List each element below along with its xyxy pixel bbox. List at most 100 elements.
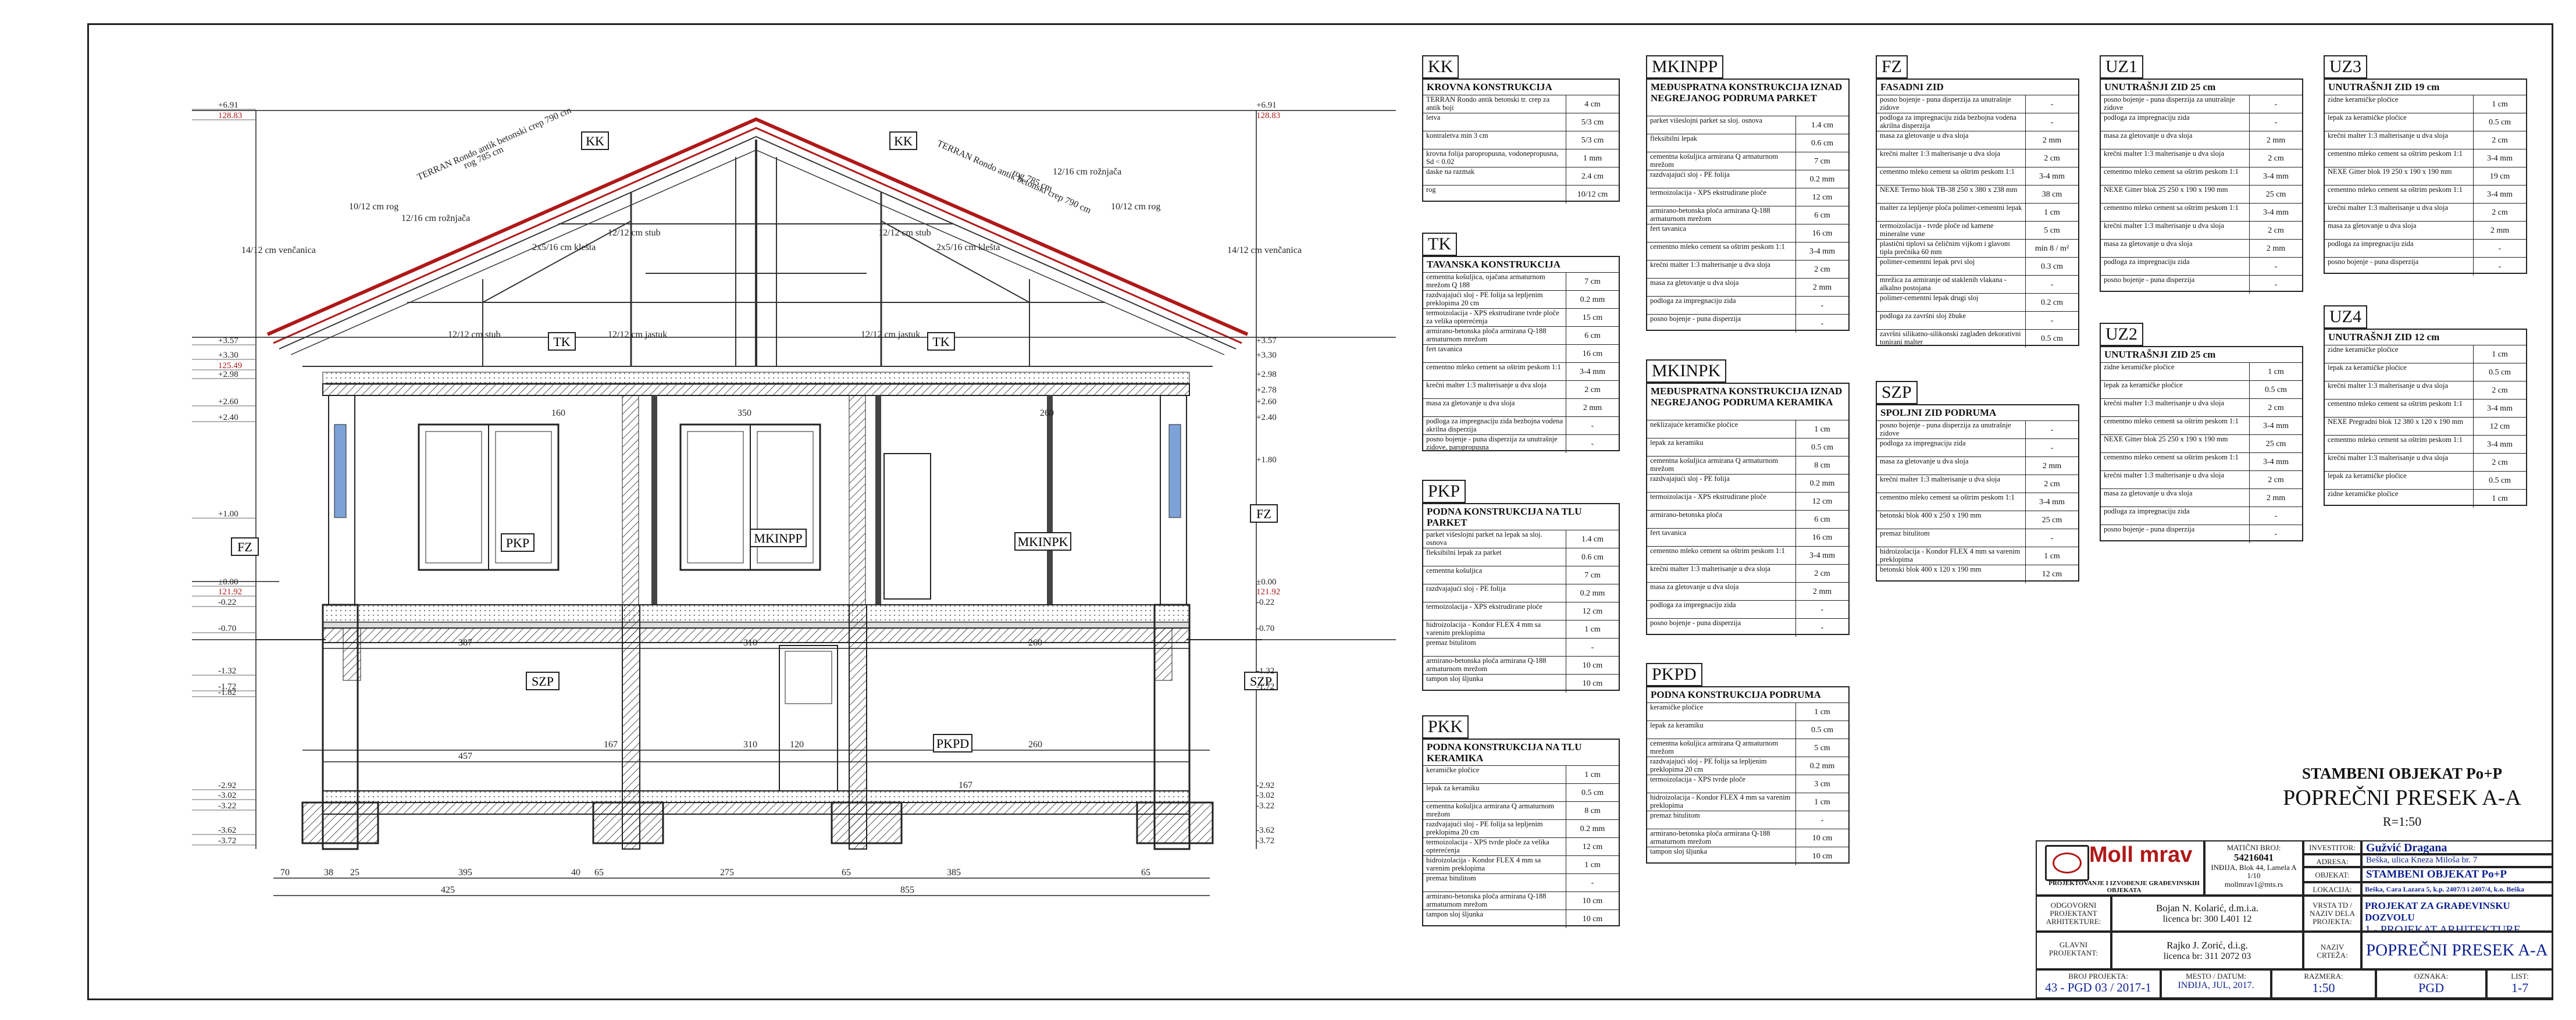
odgovorni-label: ODGOVORNI PROJEKTANT ARHITEKTURE: xyxy=(2046,901,2101,926)
level-mark: -3.62 xyxy=(218,826,236,835)
table-title: UNUTRAŠNJI ZID 19 cm xyxy=(2328,81,2440,92)
layer-name: posno bojenje - puna disperzija xyxy=(1650,619,1741,627)
layer-name: krečni malter 1:3 malterisanje u dva slo… xyxy=(1880,476,2000,483)
layer-name: cementno mleko cement sa oštrim peskom 1… xyxy=(2104,454,2239,461)
layer-thickness: - xyxy=(1566,874,1619,892)
layer-name: armirano-betonska ploča armirana Q-188 a… xyxy=(1650,207,1770,223)
level-mark: -1.72 xyxy=(218,682,236,691)
level-mark: -0.22 xyxy=(218,598,236,607)
level-mark: -0.22 xyxy=(1256,598,1274,607)
table-row: premaz bitulitom- xyxy=(1647,811,1848,829)
layer-name: TERRAN Rondo antik betonski tr. crep za … xyxy=(1426,96,1550,112)
layer-thickness: 3-4 mm xyxy=(1566,363,1619,381)
vrsta-label: VRSTA TD / NAZIV DELA PROJEKTA: xyxy=(2309,901,2356,926)
venc-note-right: 14/12 cm venčanica xyxy=(1227,245,1302,255)
layer-thickness: 2.4 cm xyxy=(1566,167,1619,186)
layer-name: krečni malter 1:3 malterisanje u dva slo… xyxy=(1426,381,1547,389)
layer-thickness: 2 cm xyxy=(1795,261,1848,279)
level-mark: 128.83 xyxy=(218,111,242,120)
layer-name: cementna košuljica, ojačana armaturnom m… xyxy=(1426,273,1545,289)
layer-thickness: 0.2 mm xyxy=(1795,475,1848,493)
level-mark: 121.92 xyxy=(218,587,242,597)
layer-name: razdvajajući sloj - PE folija sa lepljen… xyxy=(1650,758,1767,773)
layer-name: masa za gletovanje u dva sloja xyxy=(2104,132,2193,140)
layer-name: armirano-betonska ploča armirana Q-188 a… xyxy=(1426,327,1547,343)
layer-name: premaz bitulitom xyxy=(1426,875,1476,882)
layer-name: NEXE Gitter blok 19 250 x 190 x 190 mm xyxy=(2328,168,2452,176)
stub-note-lower-left: 12/12 cm stub xyxy=(448,330,501,340)
ant-logo-icon xyxy=(2045,845,2089,881)
table-row: hidroizolacija - Kondor FLEX 4 mm sa var… xyxy=(1423,855,1619,874)
table-row: posno bojenje - puna disperzija- xyxy=(1647,314,1848,333)
layer-thickness: 10 cm xyxy=(1795,847,1848,865)
table-code: KK xyxy=(1422,55,1459,79)
layer-thickness: 0.2 mm xyxy=(1566,584,1619,602)
layer-name: zidne keramičke pločice xyxy=(2328,346,2399,354)
table-row: posno bojenje - puna disperzija- xyxy=(2325,257,2526,276)
layer-name: cementno mleko cement sa oštrim peskom 1… xyxy=(1880,494,2015,501)
layer-thickness: - xyxy=(2473,240,2526,258)
dimension-value: 260 xyxy=(1028,638,1042,648)
table-row: krečni malter 1:3 malterisanje u dva slo… xyxy=(1877,475,2078,493)
table-row: NEXE Pregradni blok 12 380 x 120 x 190 m… xyxy=(2325,417,2526,436)
layer-thickness: - xyxy=(2473,258,2526,276)
level-mark: -1.32 xyxy=(1256,666,1274,676)
layer-thickness: 10/12 cm xyxy=(1566,186,1619,204)
layer-thickness: - xyxy=(2249,113,2302,131)
layer-thickness: 2 cm xyxy=(2025,475,2078,493)
layer-thickness: 1 cm xyxy=(1795,703,1848,721)
layer-thickness: 1 cm xyxy=(2473,490,2526,508)
layer-thickness: 1 cm xyxy=(1566,766,1619,784)
layer-name: podloga za impregnaciju zida bezbojna vo… xyxy=(1880,114,2016,130)
table-row: parket višeslojni parket sa sloj. osnova… xyxy=(1647,116,1848,134)
layer-name: krečni malter 1:3 malterisanje u dva slo… xyxy=(2104,150,2224,158)
kleste-note-right: 2x5/16 cm klešta xyxy=(936,242,1000,252)
level-mark: -3.22 xyxy=(1256,801,1274,811)
layer-name: cementno mleko cement sa oštrim peskom 1… xyxy=(2328,400,2463,408)
dimension-value: 38 xyxy=(324,868,333,878)
dimension-value: 65 xyxy=(842,868,851,878)
layer-thickness: 1 cm xyxy=(2473,95,2526,113)
table-row: termoizolacija - tvrde ploče od kamene m… xyxy=(1877,221,2078,240)
table-row: cementno mleko cement sa oštrim peskom 1… xyxy=(2101,416,2302,435)
table-code: MKINPP xyxy=(1646,55,1724,79)
jastuk-note-right: 12/12 cm jastuk xyxy=(861,330,920,340)
layer-name: krečni malter 1:3 malterisanje u dva slo… xyxy=(2328,132,2448,140)
glavni-licence: licenca br: 311 2072 03 xyxy=(2163,951,2251,961)
layer-name: masa za gletovanje u dva sloja xyxy=(1650,279,1739,287)
table-title: MEĐUSPRATNA KONSTRUKCIJA IZNAD NEGREJANO… xyxy=(1651,81,1843,104)
wall-label-szp-right: SZP xyxy=(1250,674,1272,689)
table-code: TK xyxy=(1422,233,1457,256)
rafter-note-left: 12/16 cm rožnjača xyxy=(401,213,470,223)
dimension-value: 385 xyxy=(947,868,961,878)
layer-name: termoizolacija - XPS ekstrudirane ploče xyxy=(1426,603,1542,611)
stub-note-right: 12/12 cm stub xyxy=(878,228,931,238)
rafter-note-right: 12/16 cm rožnjača xyxy=(1053,167,1121,177)
layer-thickness: 2 mm xyxy=(1795,583,1848,601)
vrsta-value: PROJEKAT ZA GRAĐEVINSKU DOZVOLU xyxy=(2365,900,2510,923)
layer-thickness: 16 cm xyxy=(1795,224,1848,242)
layer-thickness: - xyxy=(2025,312,2078,330)
dimension-value: 160 xyxy=(551,408,565,418)
layer-thickness: - xyxy=(2025,439,2078,457)
layer-thickness: 38 cm xyxy=(2025,186,2078,204)
layer-name: cementna košuljica armirana Q armaturnom… xyxy=(1650,457,1779,473)
layer-name: polimer-cementni lepak prvi sloj xyxy=(1880,258,1975,266)
dimension-value: 167 xyxy=(959,780,972,790)
floor-label-mkinpp: MKINPP xyxy=(754,531,802,545)
layer-thickness: 0.5 cm xyxy=(2473,113,2526,131)
layer-thickness: - xyxy=(1795,297,1848,315)
layer-thickness: 0.2 mm xyxy=(1566,820,1619,838)
level-mark: -1.82 xyxy=(218,688,236,697)
